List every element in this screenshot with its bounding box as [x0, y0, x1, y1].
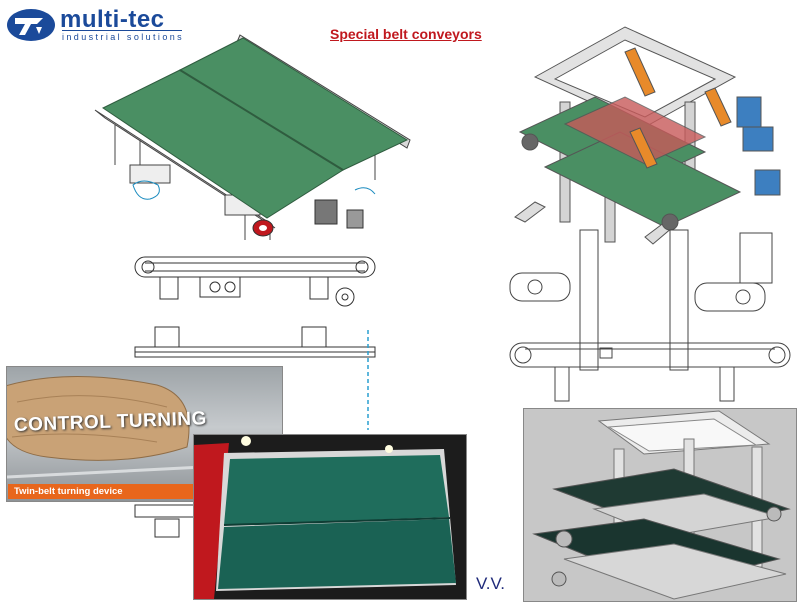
- turning-device-image: [532, 410, 791, 600]
- green-belt-conveyor-photo: [193, 434, 467, 600]
- author-initials: V.V.: [476, 574, 506, 593]
- conveyor-side-view-drawing: [134, 256, 376, 307]
- conveyor-plan-view-drawing: [134, 326, 376, 538]
- brand-name: multi-tec: [60, 6, 165, 33]
- multi-tec-logo-icon: [7, 9, 55, 41]
- turning-device-photo: [523, 408, 797, 602]
- turning-device-drawing: [514, 26, 781, 245]
- brand-divider: [62, 30, 182, 31]
- green-belts-image: [194, 436, 456, 599]
- brand-tagline: industrial solutions: [62, 32, 185, 42]
- page-title: Special belt conveyors: [330, 26, 482, 42]
- twin-belt-subcaption: Twin-belt turning device: [8, 484, 198, 499]
- turning-device-side-view-drawing: [509, 229, 791, 402]
- twin-belt-conveyor-drawing: [94, 34, 411, 240]
